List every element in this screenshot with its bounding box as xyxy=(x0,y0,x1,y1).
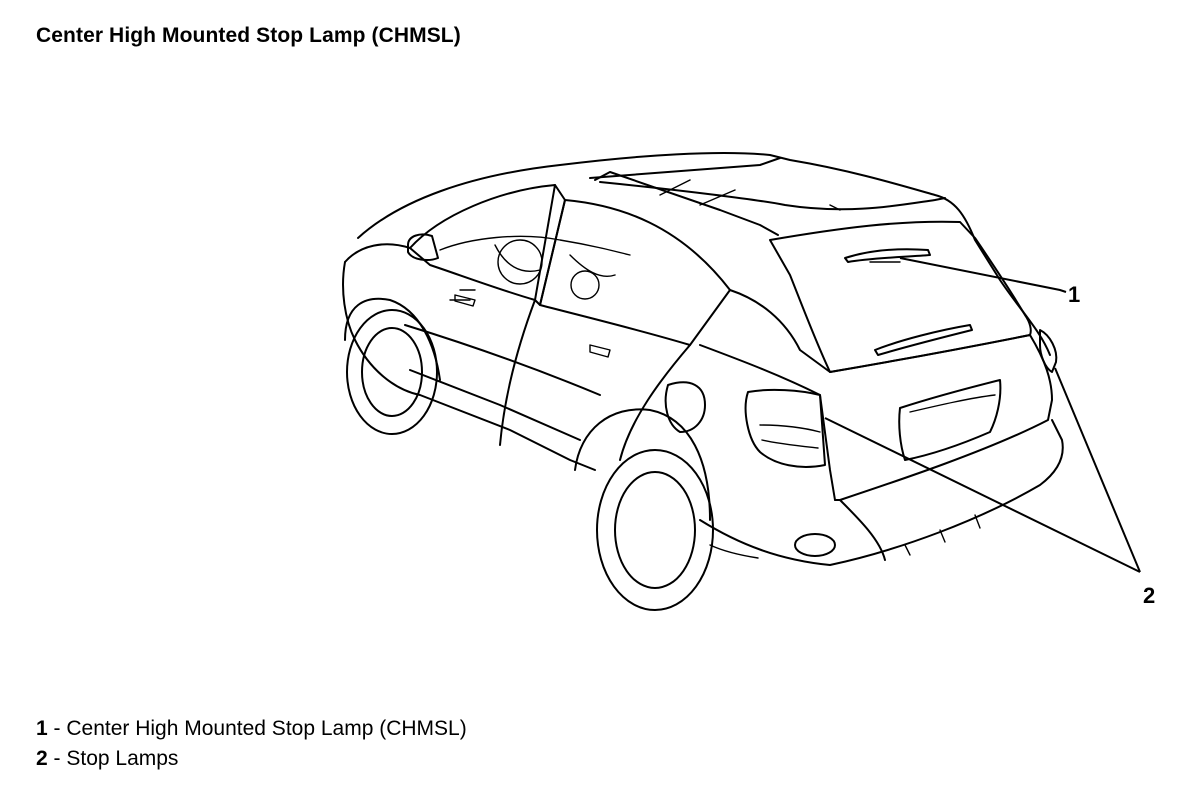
legend-item-1: 1 - Center High Mounted Stop Lamp (CHMSL… xyxy=(36,714,467,744)
body-side xyxy=(342,261,596,471)
bumper-trim xyxy=(904,514,981,556)
roof-panel-line xyxy=(659,179,841,211)
bumper-lower xyxy=(839,499,886,561)
rear-wiper xyxy=(874,324,973,356)
legend-label: Stop Lamps xyxy=(66,747,179,770)
vehicle-roof xyxy=(357,152,1051,356)
rear-window xyxy=(769,220,1032,373)
front-fender xyxy=(344,243,411,263)
leader-line-1 xyxy=(899,257,1067,293)
legend: 1 - Center High Mounted Stop Lamp (CHMSL… xyxy=(36,714,467,774)
legend-separator: - xyxy=(47,747,67,770)
leader-line-2a xyxy=(824,417,1141,573)
chmsl-lamp xyxy=(844,248,931,263)
liftgate-handle xyxy=(909,394,996,413)
liftgate xyxy=(829,334,1053,501)
front-side-window xyxy=(409,184,556,301)
rocker-line xyxy=(409,369,581,441)
front-wheel xyxy=(361,327,423,417)
rear-wheel-arch xyxy=(574,408,711,521)
d-pillar xyxy=(729,289,831,373)
rear-side-window xyxy=(539,199,731,346)
diagram-title: Center High Mounted Stop Lamp (CHMSL) xyxy=(36,24,461,47)
callout-number-2: 2 xyxy=(1143,583,1156,608)
reverse-lamp xyxy=(794,533,836,557)
door-crease xyxy=(404,324,601,396)
rear-door-edge xyxy=(619,344,691,461)
gauge-cluster xyxy=(570,270,600,300)
door-split xyxy=(499,299,536,446)
callout-number-1: 1 xyxy=(1068,282,1081,307)
roof-rack xyxy=(594,171,779,236)
legend-item-2: 2 - Stop Lamps xyxy=(36,744,467,774)
roof-rail-front xyxy=(589,157,781,179)
leader-line-2b xyxy=(1054,367,1141,573)
legend-number: 2 xyxy=(36,747,48,770)
b-pillar xyxy=(534,184,566,306)
taillamp-left xyxy=(744,388,826,468)
fuel-door xyxy=(664,381,706,433)
front-tire xyxy=(346,309,438,435)
side-mirror xyxy=(407,233,439,261)
legend-separator: - xyxy=(47,717,67,740)
rear-tire xyxy=(596,449,714,611)
rear-wheel xyxy=(614,471,696,589)
legend-label: Center High Mounted Stop Lamp (CHMSL) xyxy=(66,717,467,740)
legend-number: 1 xyxy=(36,717,48,740)
rear-bumper xyxy=(699,419,1064,566)
license-plate-recess xyxy=(898,379,1002,461)
roof-rail-rear xyxy=(599,181,946,211)
reflector-left xyxy=(709,544,759,559)
front-wheel-arch xyxy=(344,297,441,381)
taillamp-right xyxy=(1039,329,1058,373)
door-handle-rear xyxy=(589,344,611,358)
door-handle-front xyxy=(454,294,476,307)
taillamp-left-lens xyxy=(759,424,821,449)
rear-quarter xyxy=(699,344,836,501)
steering-wheel xyxy=(497,239,543,285)
